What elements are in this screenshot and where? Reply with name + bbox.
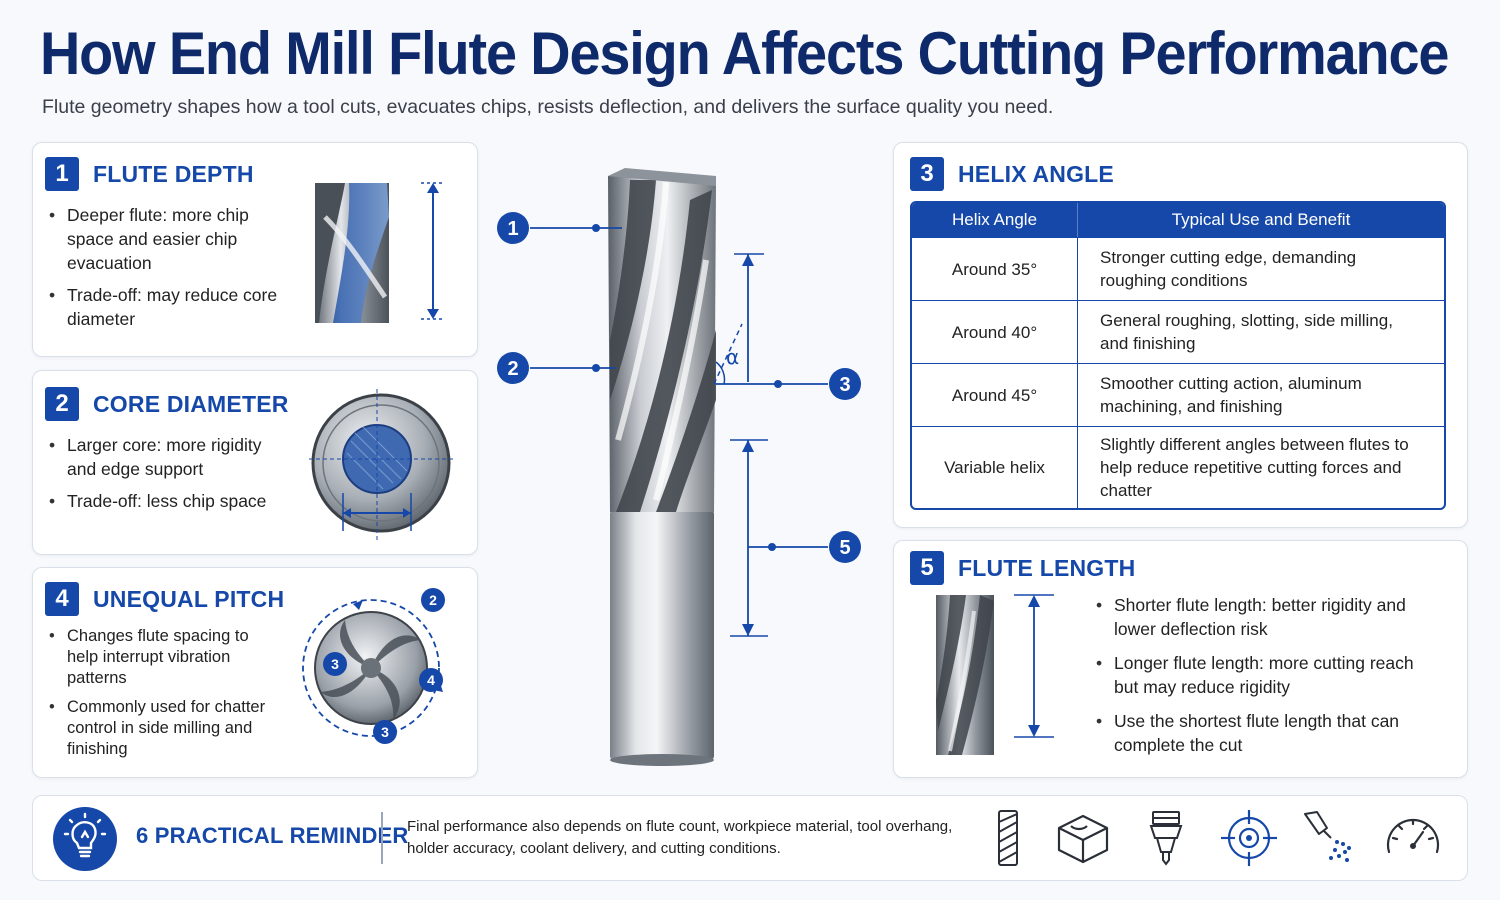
flute-length-illustration bbox=[936, 594, 1054, 755]
flute-length-header: 5 FLUTE LENGTH bbox=[910, 551, 1135, 585]
core-diameter-card: 2 CORE DIAMETER Larger core: more rigidi… bbox=[32, 370, 478, 555]
callout-1-label: 1 bbox=[507, 218, 518, 240]
section-number-badge: 1 bbox=[45, 157, 79, 191]
unequal-pitch-bullets: Changes flute spacing to help interrupt … bbox=[47, 626, 277, 768]
reminder-title: 6 PRACTICAL REMINDER bbox=[136, 823, 409, 848]
table-row: Around 40° General roughing, slotting, s… bbox=[912, 300, 1444, 363]
unequal-pitch-bullet-1: Changes flute spacing to help interrupt … bbox=[47, 626, 277, 689]
callout-5-label: 5 bbox=[839, 537, 850, 559]
flute-length-card: 5 FLUTE LENGTH Shorter flute length: bet… bbox=[893, 540, 1468, 778]
helix-angle-cell: Around 40° bbox=[912, 300, 1077, 363]
tool-holder-icon bbox=[1149, 811, 1183, 866]
page-title: How End Mill Flute Design Affects Cuttin… bbox=[40, 20, 1449, 87]
column-header-helix-angle: Helix Angle bbox=[912, 203, 1077, 237]
core-diameter-bullets: Larger core: more rigidity and edge supp… bbox=[47, 433, 287, 521]
helix-angle-cell: Around 35° bbox=[912, 237, 1077, 300]
helix-angle-cell: Variable helix bbox=[912, 426, 1077, 508]
unequal-pitch-illustration: 2 3 4 3 bbox=[302, 588, 445, 744]
unequal-pitch-card: 4 UNEQUAL PITCH Changes flute spacing to… bbox=[32, 567, 478, 778]
flute-depth-title: FLUTE DEPTH bbox=[93, 160, 254, 187]
gauge-icon bbox=[1386, 818, 1440, 854]
flute-depth-bullets: Deeper flute: more chip space and easier… bbox=[47, 203, 287, 339]
section-number-badge: 4 bbox=[45, 582, 79, 616]
flute-depth-card: 1 FLUTE DEPTH Deeper flute: more chip sp… bbox=[32, 142, 478, 357]
reminder-text: Final performance also depends on flute … bbox=[407, 818, 953, 857]
flute-depth-bullet-1: Deeper flute: more chip space and easier… bbox=[47, 203, 287, 275]
helix-use-cell: Smoother cutting action, aluminum machin… bbox=[1077, 363, 1444, 426]
helix-angle-card: 3 HELIX ANGLE Helix Angle Typical Use an… bbox=[893, 142, 1468, 528]
page-subtitle: Flute geometry shapes how a tool cuts, e… bbox=[42, 96, 1054, 118]
helix-use-cell: Slightly different angles between flutes… bbox=[1077, 426, 1444, 508]
core-diameter-title: CORE DIAMETER bbox=[93, 390, 289, 417]
end-mill-icon bbox=[998, 810, 1018, 866]
helix-angle-header: 3 HELIX ANGLE bbox=[910, 157, 1114, 191]
unequal-pitch-header: 4 UNEQUAL PITCH bbox=[45, 582, 284, 616]
column-header-typical-use: Typical Use and Benefit bbox=[1077, 203, 1444, 237]
unequal-pitch-title: UNEQUAL PITCH bbox=[93, 585, 285, 612]
section-number-badge: 2 bbox=[45, 387, 79, 421]
core-diameter-bullet-1: Larger core: more rigidity and edge supp… bbox=[47, 433, 287, 481]
core-diameter-bullet-2: Trade-off: less chip space bbox=[47, 489, 287, 513]
reminder-divider bbox=[381, 812, 383, 864]
helix-angle-cell: Around 45° bbox=[912, 363, 1077, 426]
helix-use-cell: Stronger cutting edge, demanding roughin… bbox=[1077, 237, 1444, 300]
table-row: Around 45° Smoother cutting action, alum… bbox=[912, 363, 1444, 426]
flute-length-bullet-3: Use the shortest flute length that can c… bbox=[1094, 709, 1424, 757]
helix-angle-table: Helix Angle Typical Use and Benefit Arou… bbox=[910, 201, 1446, 510]
table-row: Variable helix Slightly different angles… bbox=[912, 426, 1444, 508]
workpiece-block-icon bbox=[1057, 814, 1109, 864]
section-number-badge: 5 bbox=[910, 551, 944, 585]
callout-2-label: 2 bbox=[507, 358, 518, 380]
pitch-marker: 4 bbox=[427, 672, 435, 688]
table-row: Around 35° Stronger cutting edge, demand… bbox=[912, 237, 1444, 300]
lightbulb-icon bbox=[53, 807, 117, 871]
pitch-marker: 3 bbox=[331, 656, 339, 672]
coolant-nozzle-icon bbox=[1304, 811, 1351, 862]
target-icon bbox=[1221, 810, 1277, 866]
end-mill-diagram: 1 2 α 3 5 bbox=[497, 168, 861, 766]
callout-3-label: 3 bbox=[839, 374, 850, 396]
flute-depth-header: 1 FLUTE DEPTH bbox=[45, 157, 254, 191]
flute-length-bullet-1: Shorter flute length: better rigidity an… bbox=[1094, 593, 1424, 641]
pitch-marker: 3 bbox=[381, 724, 389, 740]
core-diameter-header: 2 CORE DIAMETER bbox=[45, 387, 289, 421]
helix-angle-title: HELIX ANGLE bbox=[958, 160, 1114, 187]
pitch-marker: 2 bbox=[429, 592, 437, 608]
helix-use-cell: General roughing, slotting, side milling… bbox=[1077, 300, 1444, 363]
unequal-pitch-bullet-2: Commonly used for chatter control in sid… bbox=[47, 697, 277, 760]
table-header-row: Helix Angle Typical Use and Benefit bbox=[912, 203, 1444, 237]
flute-length-title: FLUTE LENGTH bbox=[958, 554, 1136, 581]
flute-depth-illustration bbox=[315, 182, 445, 323]
core-diameter-illustration bbox=[309, 389, 453, 541]
flute-depth-bullet-2: Trade-off: may reduce core diameter bbox=[47, 283, 287, 331]
flute-length-bullet-2: Longer flute length: more cutting reach … bbox=[1094, 651, 1424, 699]
practical-reminder-bar: 6 PRACTICAL REMINDER Final performance a… bbox=[32, 795, 1468, 881]
section-number-badge: 3 bbox=[910, 157, 944, 191]
flute-length-bullets: Shorter flute length: better rigidity an… bbox=[1094, 593, 1424, 765]
helix-alpha-symbol: α bbox=[726, 345, 739, 369]
